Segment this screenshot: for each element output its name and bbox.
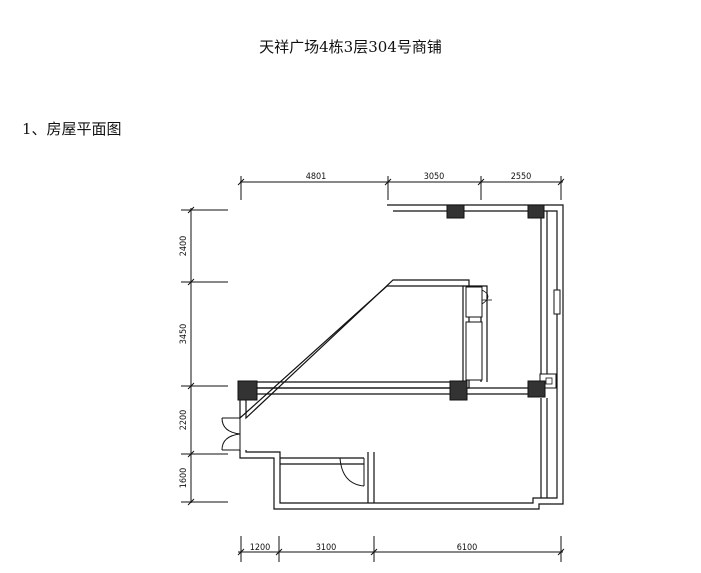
- dim-top-3: 2550: [511, 172, 532, 182]
- dim-left-3: 2200: [179, 410, 189, 431]
- interior-door: [339, 457, 365, 487]
- dim-bottom-1: 1200: [250, 543, 271, 553]
- entrance-door: [221, 417, 241, 451]
- left-dimension-line: [181, 206, 228, 506]
- page-title: 天祥广场4栋3层304号商铺: [259, 38, 442, 56]
- top-dimension-line: [237, 176, 565, 200]
- section-heading: 1、房屋平面图: [22, 120, 122, 138]
- dim-left-4: 1600: [179, 468, 189, 489]
- shaft-boxes: [465, 286, 561, 389]
- structural-columns: [237, 204, 546, 401]
- dim-bottom-3: 6100: [457, 543, 478, 553]
- dim-top-2: 3050: [424, 172, 445, 182]
- dim-left-1: 2400: [179, 236, 189, 257]
- exterior-walls: [239, 204, 564, 510]
- bottom-dimension-line: [237, 536, 565, 562]
- dim-bottom-2: 3100: [316, 543, 337, 553]
- dim-left-2: 3450: [179, 324, 189, 345]
- dim-top-1: 4801: [306, 172, 327, 182]
